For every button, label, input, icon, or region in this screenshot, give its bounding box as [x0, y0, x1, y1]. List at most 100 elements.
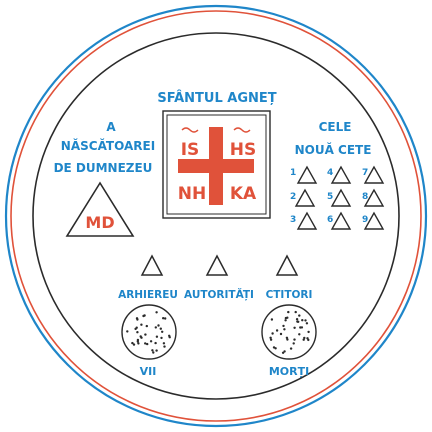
particle-dot	[136, 331, 139, 334]
nine-ranks-grid: 1 2 3 4 5 6 7 8 9	[290, 165, 385, 230]
particle-dot	[270, 318, 274, 321]
particle-dot	[305, 322, 309, 325]
living-particle-dots	[126, 311, 171, 354]
rank-number-8: 8	[362, 192, 368, 202]
particle-dot	[269, 336, 272, 339]
outer-red-ring	[10, 10, 422, 422]
particle-dot	[163, 345, 166, 348]
particle-dot	[298, 333, 301, 336]
mother-of-god-line-2: NĂSCĂTOAREI	[61, 138, 155, 153]
particle-dot	[142, 314, 145, 318]
rank-triangle-9	[363, 211, 385, 230]
particle-dot	[154, 326, 157, 329]
living-particle	[121, 304, 177, 360]
particle-dot	[294, 310, 297, 314]
living-label: VII	[140, 365, 157, 378]
particle-dot	[306, 337, 309, 340]
rank-triangle-7	[363, 165, 385, 184]
particle-dot	[135, 317, 139, 320]
particle-dot	[293, 338, 296, 341]
nine-ranks-line-1: CELE	[319, 120, 352, 134]
dead-particle-dots	[269, 310, 310, 354]
particle-dot	[162, 317, 165, 320]
hierarch-label: ARHIEREU	[118, 289, 178, 301]
particle-dot	[293, 326, 296, 329]
dead-label: MORȚI	[269, 365, 309, 378]
mother-of-god-line-1: A	[106, 120, 116, 134]
rank-number-5: 5	[327, 192, 333, 202]
particle-dot	[151, 349, 154, 352]
particle-dot	[289, 347, 293, 350]
hierarch-triangle	[140, 254, 164, 276]
authorities-triangle	[205, 254, 229, 276]
particle-dot	[298, 314, 301, 317]
particle-dot	[303, 336, 306, 340]
particle-dot	[287, 310, 290, 314]
cross-horizontal-bar	[178, 159, 254, 173]
particle-dot	[160, 336, 163, 340]
particle-dot	[304, 319, 307, 322]
particle-dot	[162, 342, 166, 345]
particle-dot	[132, 343, 136, 346]
particle-dot	[139, 335, 142, 338]
particle-dot	[279, 332, 283, 336]
particle-dot	[145, 324, 148, 328]
authorities-label: AUTORITĂȚI	[184, 288, 254, 301]
particle-dot	[155, 311, 158, 314]
rank-number-1: 1	[290, 168, 296, 178]
particle-dot	[164, 317, 167, 320]
particle-dot	[131, 341, 134, 345]
mother-of-god-monogram: MD	[85, 213, 114, 232]
lamb-seal: IS HS NH KA	[162, 110, 271, 219]
dead-particle	[261, 304, 317, 360]
nine-ranks-line-2: NOUĂ CETE	[295, 142, 372, 157]
rank-triangle-6	[330, 211, 352, 230]
particle-dot	[155, 349, 158, 352]
particle-dot	[286, 316, 289, 319]
particle-dot	[155, 335, 159, 338]
particle-dot	[146, 342, 149, 346]
seal-letters-bottom-left: NH	[178, 184, 206, 204]
outer-blue-ring	[4, 4, 428, 428]
founders-label: CTITORI	[266, 289, 313, 301]
particle-dot	[307, 330, 310, 334]
particle-dot	[295, 318, 299, 321]
rank-number-2: 2	[290, 192, 296, 202]
titlo-mark-left	[181, 127, 199, 133]
particle-dot	[283, 328, 286, 331]
particle-dot	[161, 330, 164, 333]
particle-dot	[281, 351, 285, 354]
rank-triangle-4	[330, 165, 352, 184]
particle-dot	[275, 329, 279, 332]
particle-dot	[144, 333, 147, 336]
particle-dot	[284, 319, 287, 322]
rank-number-4: 4	[327, 168, 333, 178]
seal-letters-bottom-right: KA	[230, 184, 257, 204]
rank-triangle-1	[296, 165, 318, 184]
particle-dot	[149, 340, 153, 343]
mother-of-god-triangle	[65, 181, 135, 237]
particle-dot	[300, 326, 304, 329]
particle-dot	[282, 324, 285, 328]
rank-triangle-5	[330, 188, 352, 207]
particle-dot	[271, 332, 274, 335]
particle-dot	[157, 324, 160, 327]
particle-dot	[140, 323, 143, 326]
inner-dark-ring	[32, 32, 400, 400]
founders-triangle	[275, 254, 299, 276]
rank-number-7: 7	[362, 168, 368, 178]
particle-dot	[301, 319, 304, 322]
mother-of-god-line-3: DE DUMNEZEU	[54, 161, 153, 175]
seal-letters-top-left: IS	[181, 140, 200, 160]
particle-dot	[302, 338, 305, 341]
particle-dot	[126, 330, 129, 333]
particle-dot	[144, 342, 147, 345]
seal-letters-top-right: HS	[230, 140, 256, 160]
particle-dot	[134, 327, 137, 331]
titlo-mark-right	[233, 127, 251, 133]
particle-dot	[297, 320, 300, 323]
particle-dot	[274, 347, 277, 350]
rank-triangle-3	[296, 211, 318, 230]
particle-dot	[269, 338, 273, 341]
particle-dot	[154, 341, 157, 345]
